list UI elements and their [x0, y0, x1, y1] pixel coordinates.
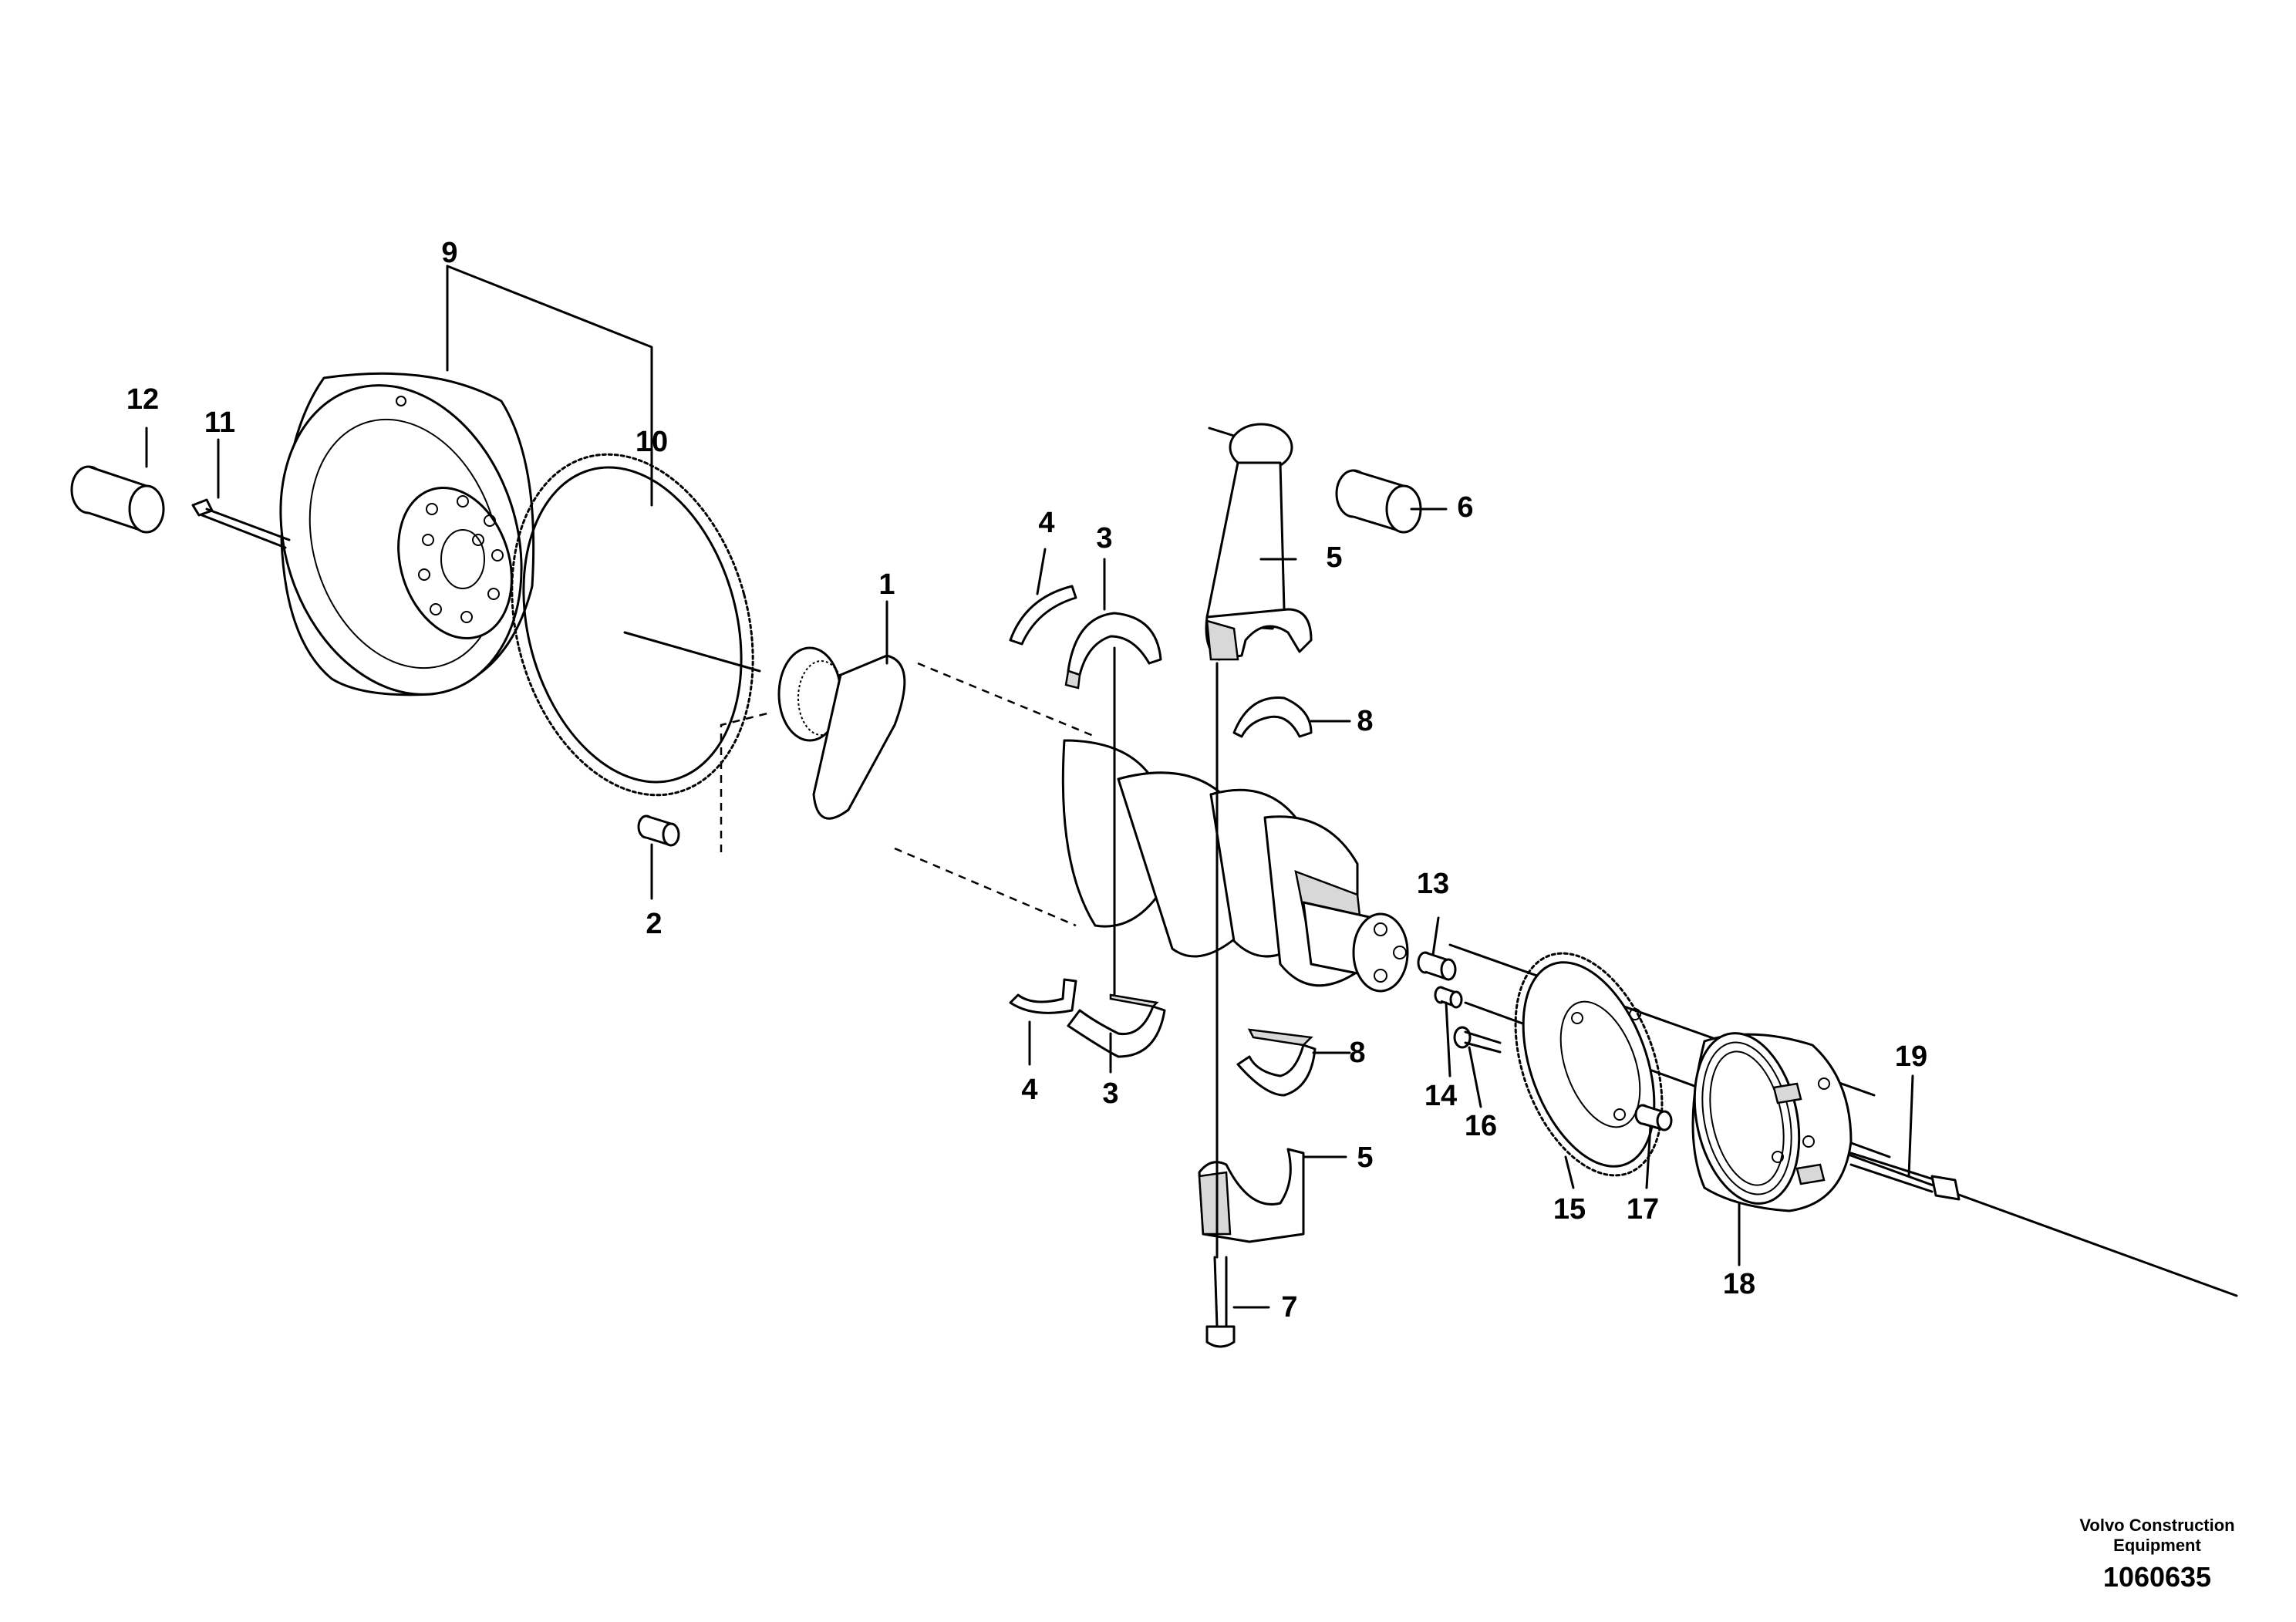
callout-10: 10: [636, 426, 668, 458]
gear-screw[interactable]: [1453, 1026, 1502, 1054]
guide-pin[interactable]: [1434, 986, 1463, 1009]
callout-19: 19: [1895, 1040, 1927, 1073]
axis-line-main: [623, 631, 761, 673]
callout-17: 17: [1627, 1193, 1659, 1226]
dowel-sleeve[interactable]: [1417, 951, 1457, 981]
callout-4-lower: 4: [1021, 1074, 1037, 1106]
crankshaft[interactable]: [777, 646, 1409, 993]
callout-11: 11: [204, 406, 235, 439]
callout-6: 6: [1457, 491, 1473, 524]
connecting-rod-cap[interactable]: [1198, 1148, 1305, 1243]
callout-7: 7: [1281, 1291, 1297, 1324]
callout-12: 12: [126, 383, 159, 416]
connecting-rod[interactable]: [1205, 423, 1313, 661]
flywheel[interactable]: [242, 354, 560, 727]
thrust-washer-upper[interactable]: [1009, 585, 1077, 646]
callout-14: 14: [1424, 1080, 1457, 1112]
brand-line-2: Equipment: [2113, 1536, 2201, 1555]
callout-15: 15: [1553, 1193, 1586, 1226]
callouts: 9 12 11 10 2 1 4 3 5 6 8 8 4 3 5 7 13 14…: [126, 237, 1927, 1324]
axis-line-front3: [1811, 1140, 2238, 1297]
brand-line-1: Volvo Construction: [2079, 1516, 2235, 1535]
main-bearing-lower[interactable]: [1067, 993, 1166, 1058]
callout-8-lower: 8: [1349, 1037, 1365, 1069]
small-end-bushing[interactable]: [1335, 469, 1422, 534]
callout-1: 1: [878, 568, 895, 601]
brand-label: Volvo Construction Equipment: [2072, 1516, 2242, 1556]
callout-9: 9: [441, 237, 457, 269]
dowel-pin[interactable]: [637, 814, 680, 847]
callout-5-rod: 5: [1326, 541, 1342, 574]
callout-8-upper: 8: [1357, 705, 1373, 737]
callout-13: 13: [1417, 868, 1449, 900]
timing-gear[interactable]: [1488, 933, 1690, 1195]
rod-bearing-lower[interactable]: [1236, 1028, 1317, 1097]
flywheel-bolt[interactable]: [191, 498, 291, 549]
damper-pin[interactable]: [1634, 1104, 1673, 1131]
thrust-washer-lower[interactable]: [1009, 978, 1077, 1014]
rod-bearing-upper[interactable]: [1232, 696, 1313, 738]
main-bearing-upper[interactable]: [1064, 612, 1162, 690]
pilot-bearing[interactable]: [70, 465, 165, 534]
callout-16: 16: [1465, 1110, 1497, 1142]
rod-bolt[interactable]: [1205, 1256, 1236, 1348]
axis-line-rod-top: [1208, 427, 1236, 437]
vibration-damper[interactable]: [1680, 1023, 1853, 1213]
damper-bolt[interactable]: [1849, 1152, 1961, 1201]
leader-lines: [145, 265, 1914, 1309]
callout-3-upper: 3: [1096, 522, 1112, 555]
callout-4-upper: 4: [1038, 507, 1054, 539]
callout-3-lower: 3: [1102, 1077, 1118, 1110]
drawing-number: 1060635: [2102, 1561, 2212, 1593]
ring-gear[interactable]: [476, 427, 789, 822]
callout-5-cap: 5: [1357, 1141, 1373, 1174]
callout-18: 18: [1723, 1268, 1755, 1300]
leader-dashed: [720, 712, 768, 852]
callout-2: 2: [646, 908, 662, 940]
